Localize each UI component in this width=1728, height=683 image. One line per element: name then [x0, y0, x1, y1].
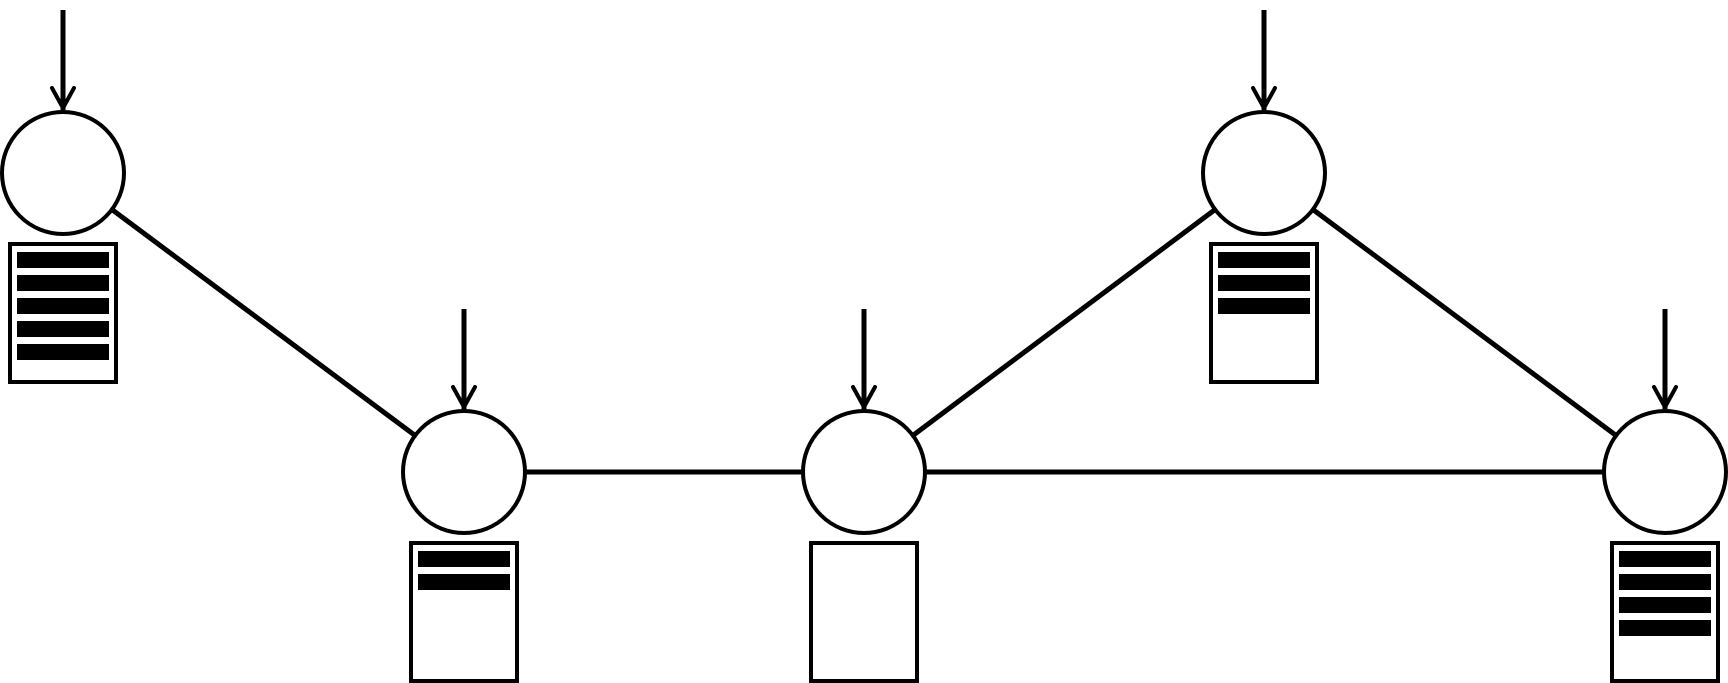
incoming-arrow-icon: [1251, 10, 1277, 110]
queue-buffer: [409, 541, 519, 683]
edges-layer: [110, 207, 1618, 475]
arrow-head: [851, 385, 877, 409]
edge-node-4-node-5: [1311, 207, 1618, 438]
queue-bar: [1218, 252, 1310, 268]
node-circle: [1602, 409, 1728, 535]
queue-buffer: [809, 541, 919, 683]
queues-layer: [8, 242, 1720, 683]
incoming-arrow-icon: [451, 309, 477, 409]
arrow-head: [451, 385, 477, 409]
queue-bar: [1218, 275, 1310, 291]
arrow-head: [1652, 385, 1678, 409]
arrow-head: [1251, 86, 1277, 110]
queue-bar: [1619, 551, 1711, 567]
queue-bar: [1619, 620, 1711, 636]
edge-node-1-node-2: [110, 207, 417, 438]
incoming-arrow-icon: [1652, 309, 1678, 409]
node-circle: [0, 110, 126, 236]
queue-bar: [17, 321, 109, 337]
queue-bar: [1619, 597, 1711, 613]
node-circle: [401, 409, 527, 535]
queue-buffer: [1610, 541, 1720, 683]
incoming-arrows-layer: [50, 10, 1678, 409]
queue-bar: [418, 551, 510, 567]
queue-bar: [1619, 574, 1711, 590]
incoming-arrow-icon: [50, 10, 76, 110]
queue-buffer: [1209, 242, 1319, 384]
queue-bar: [17, 298, 109, 314]
arrow-head: [50, 86, 76, 110]
node-circle: [1201, 110, 1327, 236]
incoming-arrow-icon: [851, 309, 877, 409]
queue-bar: [17, 344, 109, 360]
queue-buffer: [8, 242, 118, 384]
edge-node-3-node-4: [911, 207, 1217, 438]
queue-bar: [418, 574, 510, 590]
queue-bar: [17, 252, 109, 268]
queue-box: [809, 541, 919, 683]
queue-bar: [1218, 298, 1310, 314]
node-circle: [801, 409, 927, 535]
queue-bar: [17, 275, 109, 291]
nodes-layer: [0, 110, 1728, 535]
